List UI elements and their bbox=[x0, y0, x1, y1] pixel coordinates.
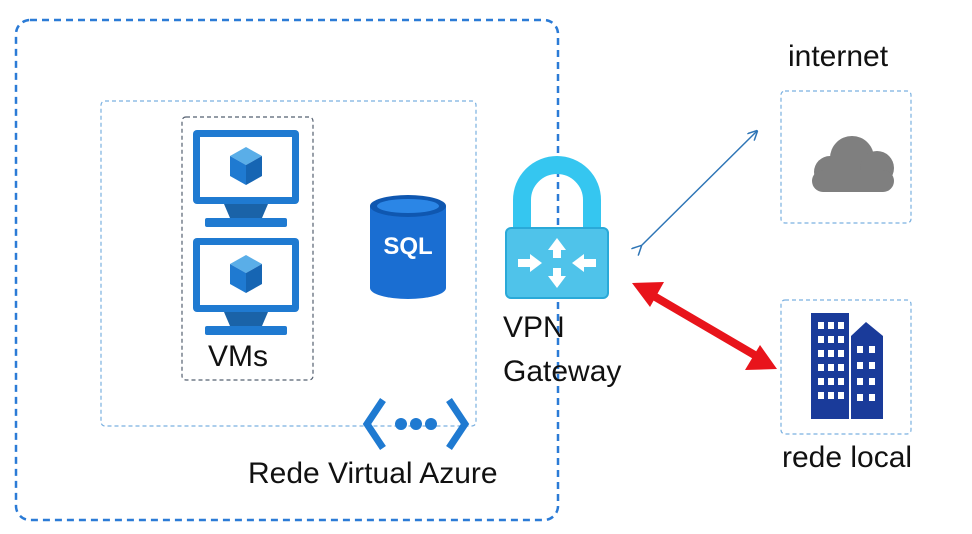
vpn-label-line2: Gateway bbox=[503, 355, 622, 388]
secure-link-arrow bbox=[632, 282, 777, 370]
sql-database-icon bbox=[370, 195, 446, 299]
internet-box bbox=[780, 90, 912, 224]
virtual-network-icon bbox=[362, 398, 470, 450]
virtual-machine-icon bbox=[193, 238, 299, 335]
vms-group-boundary bbox=[181, 116, 314, 381]
cloud-icon bbox=[812, 136, 894, 192]
building-icon bbox=[811, 313, 883, 419]
subnet-boundary bbox=[100, 100, 477, 427]
virtual-machine-icon bbox=[193, 130, 299, 227]
vpn-gateway-lock-icon bbox=[505, 156, 609, 299]
vpn-gateway-label: VPN Gateway bbox=[503, 306, 621, 394]
local-network-label: rede local bbox=[782, 441, 913, 474]
vpn-label-line1: VPN bbox=[503, 311, 565, 344]
internet-label: internet bbox=[788, 40, 889, 73]
vms-label: VMs bbox=[208, 340, 268, 373]
local-network-box bbox=[780, 299, 912, 435]
sql-icon-label: SQL bbox=[383, 233, 433, 260]
internet-link-arrow bbox=[641, 131, 757, 246]
vnet-label: Rede Virtual Azure bbox=[248, 457, 498, 490]
